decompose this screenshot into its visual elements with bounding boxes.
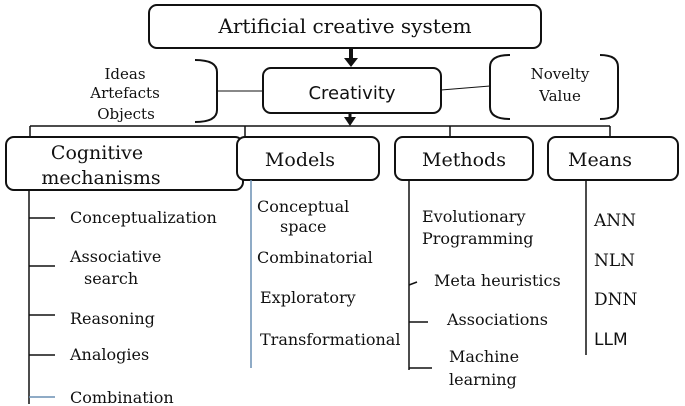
cognitive-item: Analogies <box>69 345 149 364</box>
arrow-head-center <box>344 117 356 126</box>
center-box-label: Creativity <box>308 83 395 104</box>
right-bracket-line2: Value <box>538 87 581 105</box>
means-item: ANN <box>593 211 636 231</box>
methods-tick <box>408 281 418 286</box>
means-item: NLN <box>594 251 635 271</box>
top-box <box>148 4 542 49</box>
methods-item: learning <box>449 370 517 389</box>
left-bracket-line1: Ideas <box>104 65 145 83</box>
cognitive-item: Conceptualization <box>70 208 217 227</box>
category-title-cognitive-line1: Cognitive <box>51 142 143 164</box>
category-title-means: Means <box>568 149 632 171</box>
category-title-cognitive-line2: mechanisms <box>41 167 160 189</box>
cognitive-item: Combination <box>70 388 174 406</box>
models-item: Transformational <box>260 330 400 349</box>
category-title-methods: Methods <box>422 149 506 171</box>
methods-item: Associations <box>446 310 548 329</box>
models-item: space <box>280 217 326 236</box>
models-item: Exploratory <box>260 288 356 307</box>
right-bracket-line1: Novelty <box>531 65 590 83</box>
means-item: DNN <box>594 290 638 310</box>
models-item: Conceptual <box>257 197 349 216</box>
left-bracket-line3: Objects <box>97 105 155 123</box>
left-bracket-line2: Artefacts <box>89 84 160 102</box>
category-box-models <box>236 136 380 181</box>
methods-item: Evolutionary <box>422 207 525 226</box>
category-box-methods <box>394 136 534 181</box>
cognitive-item: Associative <box>69 247 161 266</box>
models-item: Combinatorial <box>257 248 373 267</box>
left-bracket <box>194 59 218 123</box>
means-item: LLM <box>594 330 628 350</box>
arrow-head-top <box>344 58 358 67</box>
category-box-means <box>547 136 679 181</box>
methods-item: Programming <box>422 229 533 248</box>
right-bracket <box>489 54 511 120</box>
methods-item: Meta heuristics <box>434 271 561 290</box>
right-bracket-close <box>599 54 619 120</box>
cognitive-item: Reasoning <box>70 309 155 328</box>
methods-item: Machine <box>449 347 519 366</box>
cognitive-item: search <box>84 269 138 288</box>
category-title-models: Models <box>265 149 335 171</box>
top-box-label: Artificial creative system <box>217 14 471 38</box>
right-bracket-connector <box>440 85 491 91</box>
